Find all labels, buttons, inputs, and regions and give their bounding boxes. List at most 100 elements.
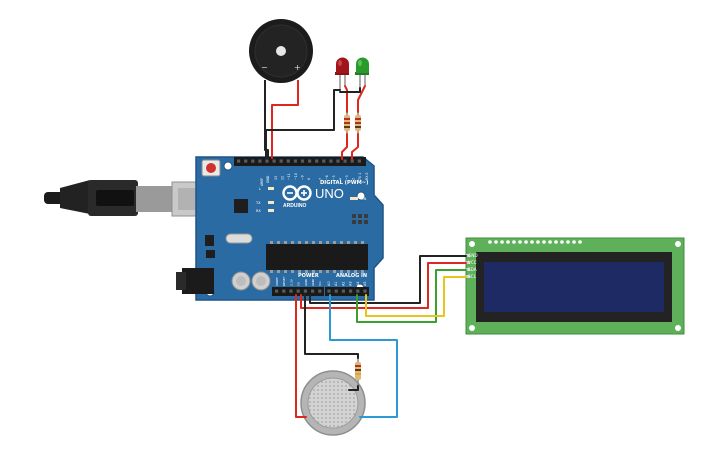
chip-leg xyxy=(319,270,322,273)
wire-sensor-gnd xyxy=(304,294,359,359)
reset-button[interactable] xyxy=(201,159,221,177)
pin-hole xyxy=(329,159,333,163)
pin-hole xyxy=(322,159,326,163)
led-green[interactable] xyxy=(355,57,369,88)
icsp-pin xyxy=(352,220,356,224)
lcd-top-pin xyxy=(494,240,498,244)
lcd-top-pin xyxy=(554,240,558,244)
chip-leg xyxy=(305,241,308,244)
pin-hole xyxy=(293,159,297,163)
chip-leg xyxy=(340,241,343,244)
lcd-top-pin xyxy=(560,240,564,244)
lcd-top-pin xyxy=(488,240,492,244)
pin-hole xyxy=(265,159,269,163)
lcd-pin-label: VCC xyxy=(468,260,477,265)
analog-pin-label: A3 xyxy=(349,282,353,286)
power-pin-label: 5V xyxy=(297,281,301,286)
lcd-screen xyxy=(484,262,664,312)
digital-pin-label: 12 xyxy=(281,176,285,180)
lcd-pin-label: SDA xyxy=(468,267,477,272)
digital-pin-label: ~6 xyxy=(325,175,329,180)
chip-leg xyxy=(333,270,336,273)
wire-sensor-pull xyxy=(348,385,359,391)
board-model-text: UNO xyxy=(315,186,344,201)
wire-led-red-anode xyxy=(344,85,348,113)
chip-leg xyxy=(361,270,364,273)
pin-hole xyxy=(289,289,293,293)
chip-leg xyxy=(270,270,273,273)
digital-pin-label: ~10 xyxy=(294,173,298,180)
analog-pin-label: A4 xyxy=(356,282,360,286)
led-rx-label: RX xyxy=(256,209,261,213)
wire-led-green-anode xyxy=(357,85,366,113)
pin-hole xyxy=(272,159,276,163)
digital-pin-label: 2 xyxy=(352,178,356,180)
pin-hole xyxy=(334,289,338,293)
lcd-top-pin xyxy=(500,240,504,244)
analog-header-label: ANALOG IN xyxy=(336,273,367,279)
lcd-top-pins xyxy=(488,240,582,244)
onboard-leds: L TX RX ON xyxy=(255,187,367,213)
icsp-pin xyxy=(358,214,362,218)
pin-hole xyxy=(279,159,283,163)
wires xyxy=(264,85,467,418)
small-chip xyxy=(205,235,214,246)
gas-sensor[interactable] xyxy=(300,370,366,436)
lcd-top-pin xyxy=(566,240,570,244)
lcd-pin-label: SCL xyxy=(468,274,477,279)
crystal xyxy=(225,233,253,244)
buzzer-minus-label: − xyxy=(261,63,268,72)
icsp-pin xyxy=(352,214,356,218)
resistor-sensor xyxy=(355,358,361,386)
pin-hole xyxy=(336,159,340,163)
piezo-buzzer[interactable]: − + xyxy=(249,19,313,145)
chip-leg xyxy=(277,241,280,244)
buzzer-plus-label: + xyxy=(294,63,301,72)
led-l-label: L xyxy=(259,187,261,191)
atmega-chip-legs xyxy=(270,241,364,273)
analog-pin-label: A5 xyxy=(363,282,367,286)
digital-pin-label: 4 xyxy=(338,178,342,180)
analog-pin-label: A0 xyxy=(327,282,331,286)
icsp-pin xyxy=(358,220,362,224)
power-pin-label: 3.3V xyxy=(289,278,293,286)
power-pin-label: GND xyxy=(311,278,315,286)
icsp-pin xyxy=(364,220,368,224)
led-red[interactable] xyxy=(335,57,349,90)
wire-led-green-cathode xyxy=(339,87,361,93)
led-tx-label: TX xyxy=(255,201,261,205)
pin-hole xyxy=(282,289,286,293)
wire-lcd-vcc xyxy=(300,262,467,309)
led-on-label: ON xyxy=(361,197,367,201)
pin-hole xyxy=(296,289,300,293)
chip-leg xyxy=(291,241,294,244)
chip-leg xyxy=(291,270,294,273)
power-pin-label: RESET xyxy=(282,276,286,286)
header-aref-label: AREF xyxy=(260,178,264,186)
wire-sensor-vcc xyxy=(295,294,307,418)
digital-pin-label: 8 xyxy=(307,178,311,180)
small-chip-2 xyxy=(206,250,215,258)
analog-pin-label: A1 xyxy=(334,282,338,286)
wire-lcd-gnd xyxy=(309,255,467,304)
arduino-logo-icon xyxy=(282,185,312,201)
analog-header xyxy=(325,287,369,296)
lcd-top-pin xyxy=(512,240,516,244)
pin-hole xyxy=(258,159,262,163)
wire-buzzer-signal xyxy=(271,104,299,159)
pin-hole xyxy=(237,159,241,163)
bottom-pin-holes xyxy=(275,289,367,293)
pin-hole xyxy=(343,159,347,163)
chip-leg xyxy=(284,270,287,273)
pin-hole xyxy=(300,159,305,163)
pin-hole xyxy=(356,289,360,293)
digital-pin-label: ~11 xyxy=(287,173,291,180)
chip-leg xyxy=(284,241,287,244)
power-jack xyxy=(176,268,214,294)
